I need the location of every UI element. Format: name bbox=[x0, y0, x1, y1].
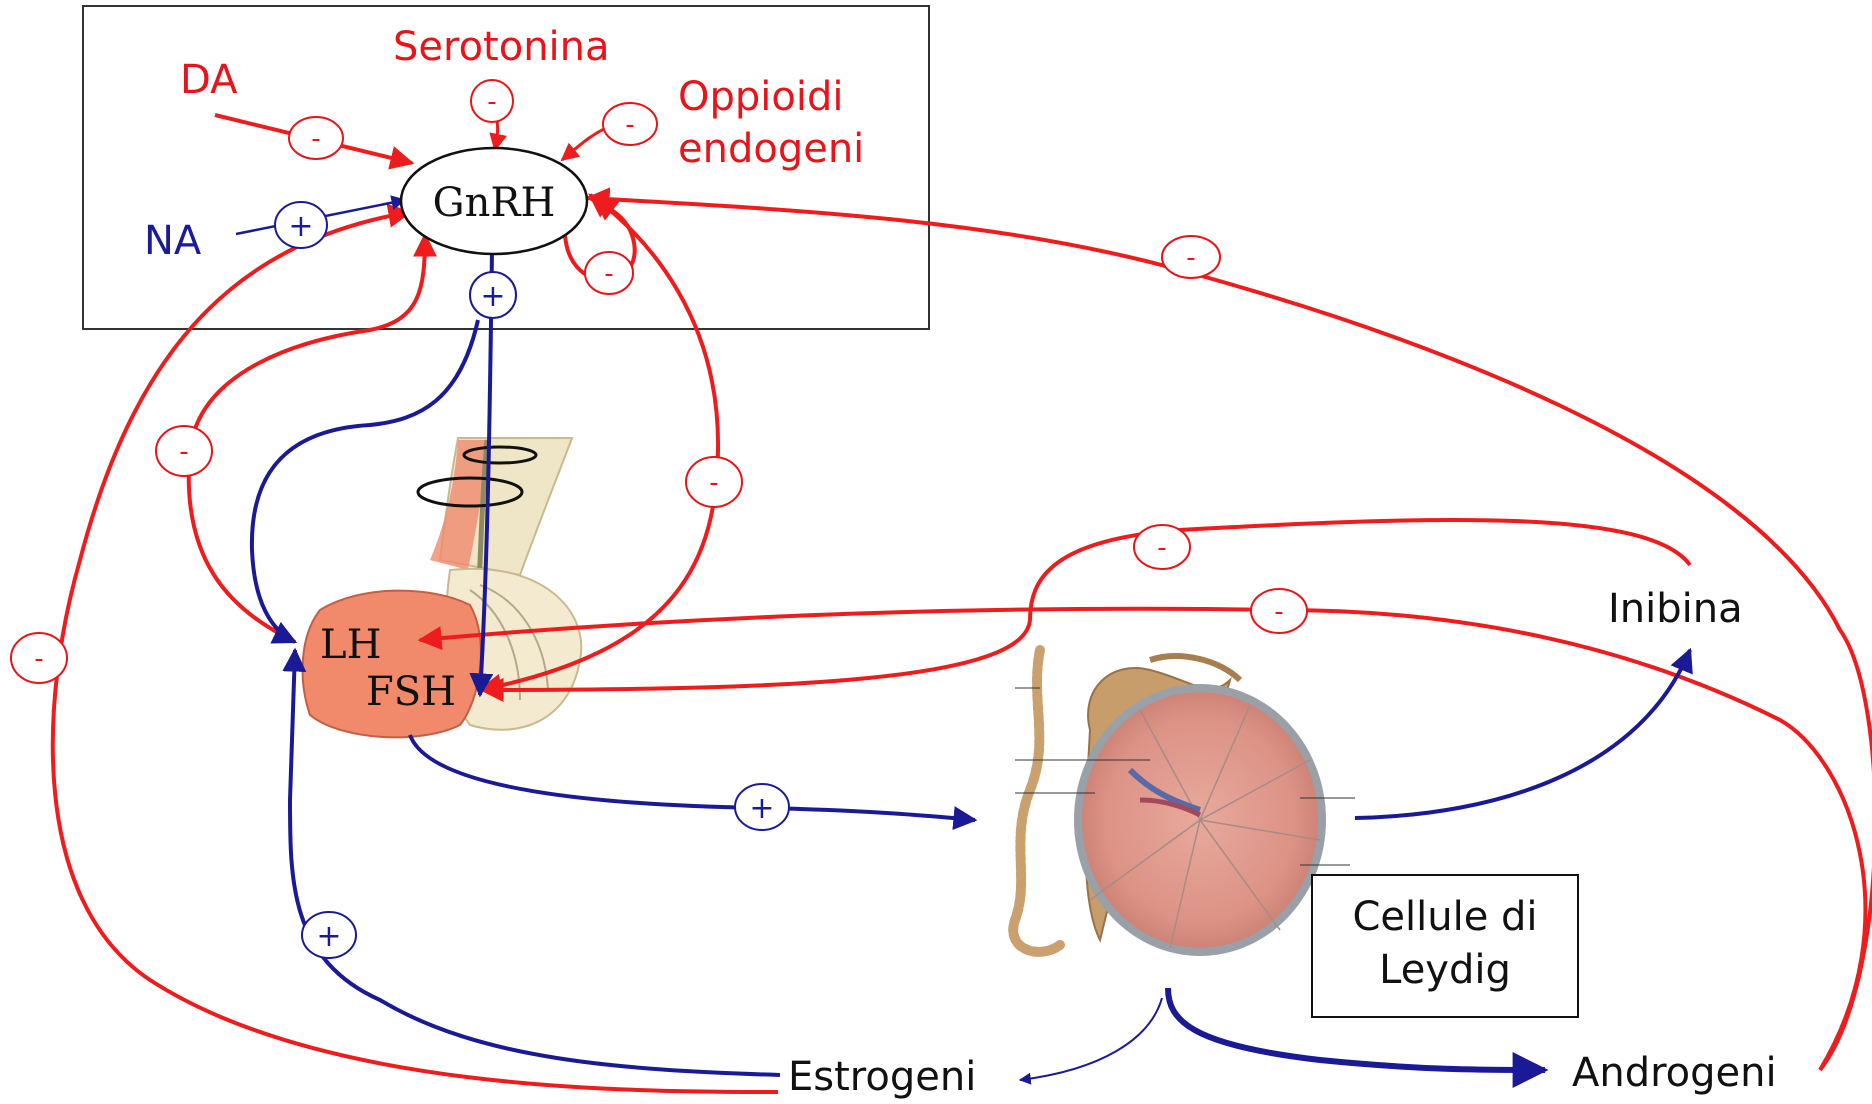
na-label: NA bbox=[144, 218, 202, 264]
svg-text:-: - bbox=[311, 124, 320, 154]
minus-badge-da: - bbox=[289, 117, 343, 159]
svg-text:-: - bbox=[1186, 243, 1195, 273]
svg-text:+: + bbox=[316, 919, 341, 954]
lh-label: LH bbox=[320, 622, 381, 668]
plus-badge-na: + bbox=[275, 202, 327, 248]
svg-text:-: - bbox=[1274, 597, 1283, 627]
fsh-label: FSH bbox=[366, 669, 456, 715]
svg-text:-: - bbox=[34, 644, 43, 674]
svg-text:-: - bbox=[487, 87, 496, 117]
minus-badge-gnrh-self: - bbox=[585, 252, 633, 294]
testis-illustration bbox=[1013, 650, 1355, 952]
minus-badge-serotonina: - bbox=[471, 80, 513, 122]
plus-badge-gnrh-pituitary: + bbox=[470, 272, 516, 318]
testis-estrogeni-arrow bbox=[1020, 998, 1162, 1080]
svg-text:-: - bbox=[709, 468, 718, 498]
minus-badge-inibina: - bbox=[1134, 525, 1190, 569]
svg-text:-: - bbox=[1157, 533, 1166, 563]
serotonina-label: Serotonina bbox=[393, 24, 610, 70]
testis-inibina-arrow bbox=[1355, 650, 1690, 818]
minus-badge-androgeni-lh: - bbox=[1251, 589, 1307, 633]
svg-text:+: + bbox=[288, 209, 313, 244]
svg-text:-: - bbox=[604, 259, 613, 289]
minus-badge-oppioidi: - bbox=[603, 103, 657, 145]
plus-badge-estrogeni-lh: + bbox=[302, 912, 356, 958]
minus-badge-lh-gnrh: - bbox=[156, 426, 212, 476]
leydig-label-line2: Leydig bbox=[1379, 947, 1511, 993]
inibina-label: Inibina bbox=[1608, 586, 1743, 632]
oppioidi-label-line1: Oppioidi bbox=[678, 74, 843, 120]
gnrh-label: GnRH bbox=[433, 180, 556, 226]
svg-text:+: + bbox=[480, 279, 505, 314]
oppioidi-label-line2: endogeni bbox=[678, 126, 864, 172]
da-label: DA bbox=[180, 57, 238, 103]
androgeni-label: Androgeni bbox=[1572, 1050, 1777, 1096]
plus-badge-fsh-testis: + bbox=[735, 784, 789, 830]
svg-text:-: - bbox=[625, 110, 634, 140]
svg-text:-: - bbox=[179, 437, 188, 467]
estrogeni-label: Estrogeni bbox=[788, 1054, 976, 1100]
minus-badge-fsh-gnrh: - bbox=[686, 457, 742, 507]
svg-text:+: + bbox=[749, 791, 774, 826]
fsh-testis-arrow bbox=[410, 735, 975, 820]
leydig-label-line1: Cellule di bbox=[1352, 894, 1537, 940]
minus-badge-androgeni-gnrh: - bbox=[1162, 236, 1220, 278]
minus-badge-estrogeni-gnrh: - bbox=[11, 633, 67, 683]
